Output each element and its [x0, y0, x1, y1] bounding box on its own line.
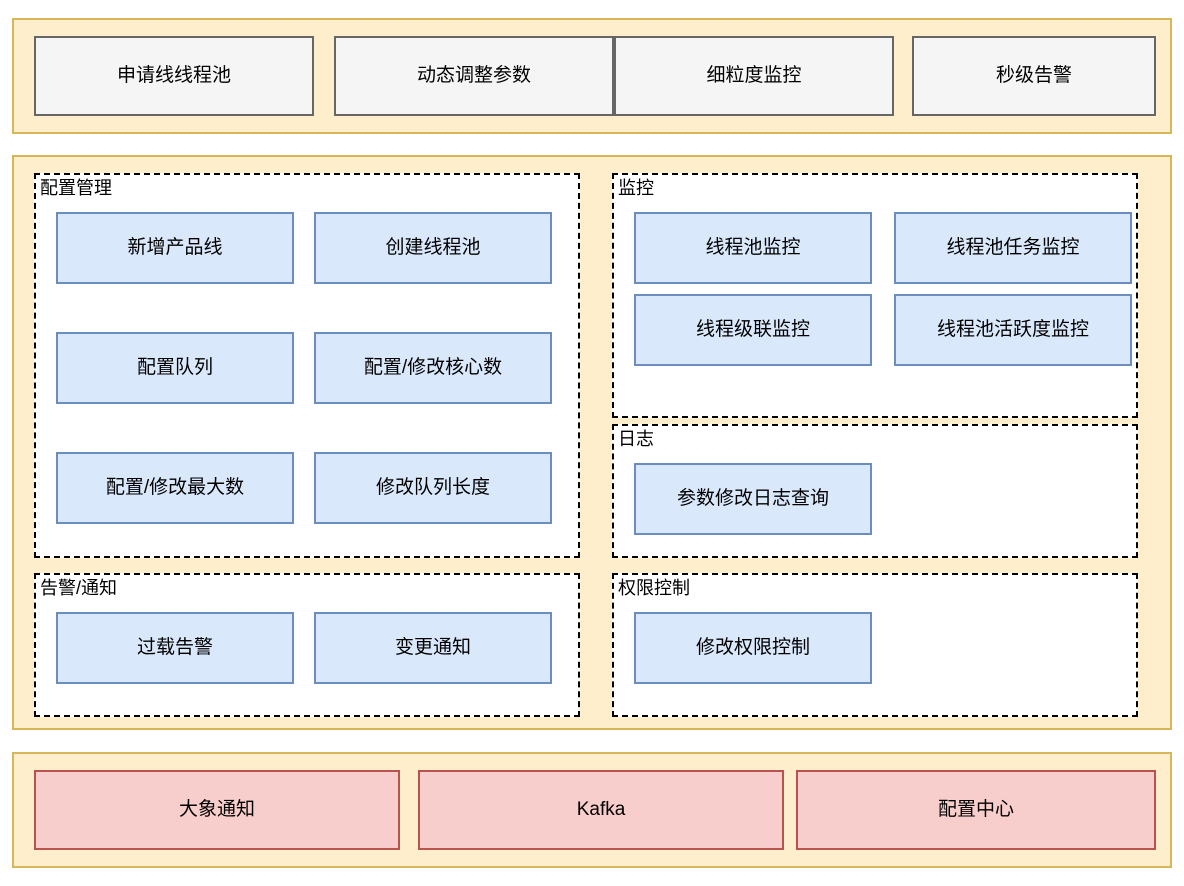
infra-box-config-center[interactable]: 配置中心	[796, 770, 1156, 850]
group-logging: 日志 参数修改日志查询	[612, 424, 1138, 558]
feature-box-fine-grained-monitoring[interactable]: 细粒度监控	[614, 36, 894, 116]
infra-box-dax-notification[interactable]: 大象通知	[34, 770, 400, 850]
capability-box-thread-pool-task-monitoring[interactable]: 线程池任务监控	[894, 212, 1132, 284]
capability-box-change-notification[interactable]: 变更通知	[314, 612, 552, 684]
capability-box-thread-pool-monitoring[interactable]: 线程池监控	[634, 212, 872, 284]
group-monitoring: 监控 线程池监控 线程池任务监控 线程级联监控 线程池活跃度监控	[612, 173, 1138, 418]
group-title-permission-control: 权限控制	[618, 578, 690, 598]
capability-box-create-thread-pool[interactable]: 创建线程池	[314, 212, 552, 284]
group-title-monitoring: 监控	[618, 178, 654, 198]
group-title-config-management: 配置管理	[40, 178, 112, 198]
capability-box-config-max-size[interactable]: 配置/修改最大数	[56, 452, 294, 524]
infrastructure-band: 大象通知 Kafka 配置中心	[12, 752, 1172, 868]
feature-box-apply-thread-pool[interactable]: 申请线线程池	[34, 36, 314, 116]
group-permission-control: 权限控制 修改权限控制	[612, 573, 1138, 717]
capability-box-config-queue[interactable]: 配置队列	[56, 332, 294, 404]
feature-box-second-level-alert[interactable]: 秒级告警	[912, 36, 1156, 116]
capability-box-thread-pool-activity-monitoring[interactable]: 线程池活跃度监控	[894, 294, 1132, 366]
group-title-alert-notification: 告警/通知	[40, 578, 118, 598]
capability-box-thread-cascade-monitoring[interactable]: 线程级联监控	[634, 294, 872, 366]
capability-box-new-product-line[interactable]: 新增产品线	[56, 212, 294, 284]
infra-box-kafka[interactable]: Kafka	[418, 770, 784, 850]
group-config-management: 配置管理 新增产品线 创建线程池 配置队列 配置/修改核心数 配置/修改最大数 …	[34, 173, 580, 558]
capability-box-config-core-size[interactable]: 配置/修改核心数	[314, 332, 552, 404]
features-band: 申请线线程池 动态调整参数 细粒度监控 秒级告警	[12, 18, 1172, 134]
capability-box-modify-queue-length[interactable]: 修改队列长度	[314, 452, 552, 524]
capability-box-modify-permission-control[interactable]: 修改权限控制	[634, 612, 872, 684]
capability-box-overload-alert[interactable]: 过载告警	[56, 612, 294, 684]
capability-box-param-change-log-query[interactable]: 参数修改日志查询	[634, 463, 872, 535]
group-title-logging: 日志	[618, 429, 654, 449]
feature-box-dynamic-params[interactable]: 动态调整参数	[334, 36, 614, 116]
group-alert-notification: 告警/通知 过载告警 变更通知	[34, 573, 580, 717]
